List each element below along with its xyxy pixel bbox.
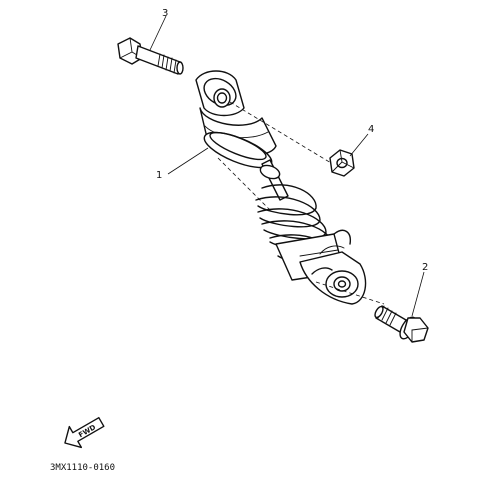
nut[interactable] (329, 149, 355, 177)
assembly-line-spring (217, 157, 273, 213)
callout-leader-3 (149, 15, 167, 51)
callout-leader-1 (167, 147, 209, 175)
shock-absorber[interactable] (195, 70, 367, 305)
diagram-code: 3MX1110-0160 (50, 463, 115, 473)
forward-arrow-label: FWD (77, 423, 97, 439)
callout-4: 4 (368, 124, 374, 135)
callout-2: 2 (422, 262, 428, 273)
assembly-line-lower (315, 281, 385, 305)
forward-arrow-icon: FWD (64, 416, 105, 449)
callout-leader-2 (411, 271, 425, 317)
upper-bolt[interactable] (117, 37, 184, 75)
callout-leader-4 (349, 133, 369, 157)
callout-3: 3 (162, 8, 168, 19)
lower-bolt[interactable] (373, 305, 429, 343)
callout-1: 1 (156, 170, 162, 181)
